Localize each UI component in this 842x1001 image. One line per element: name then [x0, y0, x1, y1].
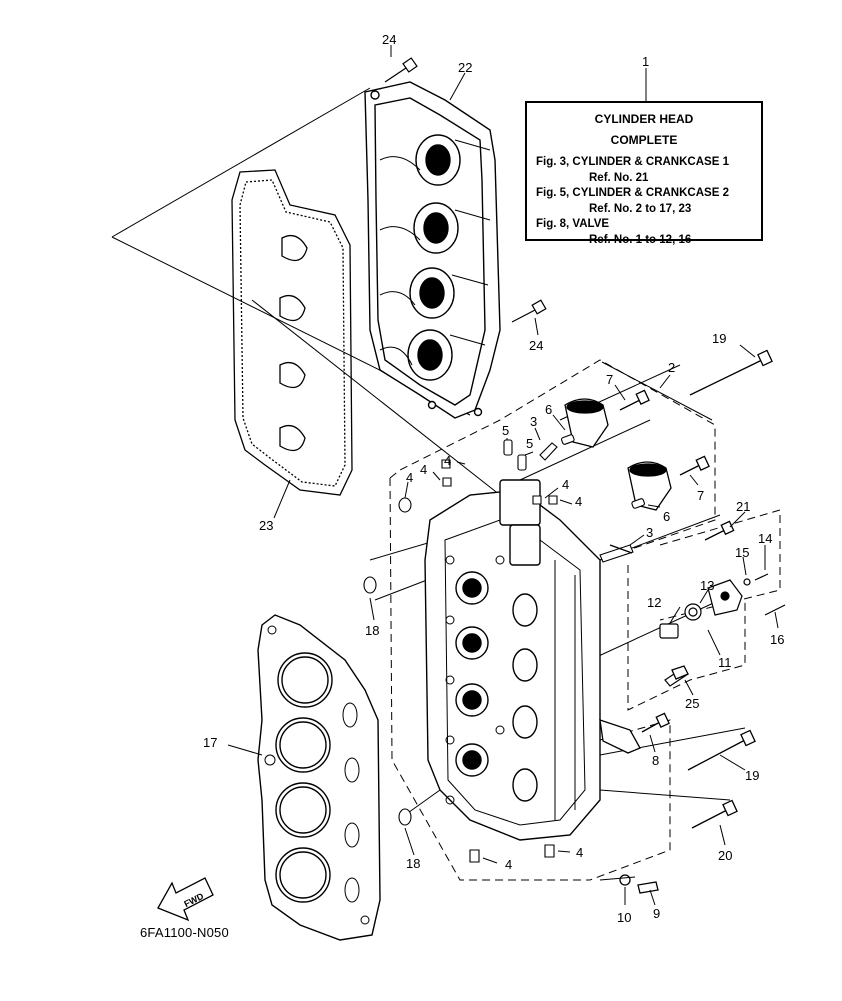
- ref-line-fig5-ref: Ref. No. 2 to 17, 23: [589, 202, 692, 215]
- ref-line-fig8-ref: Ref. No. 1 to 12, 16: [589, 233, 692, 246]
- callout-3-top: 3: [530, 414, 537, 429]
- callout-10: 10: [617, 910, 631, 925]
- cylinder-head-cover: [365, 82, 500, 418]
- callout-3-mid: 3: [646, 525, 653, 540]
- ref-line-fig3-ref: Ref. No. 21: [589, 171, 649, 184]
- bolt-24-top: [385, 58, 417, 82]
- callout-4-e: 4: [575, 494, 582, 509]
- callout-labels: 1 24 22 24 19 2 7 6 3 5 5 4 4 4 4 4 7 6 …: [203, 32, 784, 925]
- head-gasket: [258, 615, 380, 940]
- callout-2: 2: [668, 360, 675, 375]
- callout-11: 11: [718, 655, 732, 670]
- fwd-arrow-icon: FWD: [158, 878, 213, 920]
- drawing-code: 6FA1100-N050: [140, 925, 229, 940]
- callout-4-bot-a: 4: [505, 857, 512, 872]
- callout-8: 8: [652, 753, 659, 768]
- small-fittings: [364, 434, 645, 862]
- callout-7-top: 7: [606, 372, 613, 387]
- callout-4-a: 4: [444, 453, 451, 468]
- callout-23: 23: [259, 518, 273, 533]
- bolt-24-mid: [512, 300, 546, 322]
- anode-cover-top: [565, 399, 608, 447]
- callout-21: 21: [736, 499, 750, 514]
- callout-18-bot: 18: [406, 856, 420, 871]
- callout-15: 15: [735, 545, 749, 560]
- callout-19-bot: 19: [745, 768, 759, 783]
- callout-4-c: 4: [406, 470, 413, 485]
- bolts: [610, 350, 772, 893]
- callout-24-mid: 24: [529, 338, 543, 353]
- callout-13: 13: [700, 578, 714, 593]
- callout-leaders: [228, 45, 778, 905]
- callout-4-d: 4: [562, 477, 569, 492]
- callout-12: 12: [647, 595, 661, 610]
- ref-line-fig5: Fig. 5, CYLINDER & CRANKCASE 2: [536, 187, 729, 199]
- reference-box: CYLINDER HEAD COMPLETE Fig. 3, CYLINDER …: [525, 101, 763, 246]
- ref-title-line2: COMPLETE: [610, 133, 678, 147]
- anode-cover-mid: [628, 462, 671, 510]
- cylinder-head-body: [425, 480, 600, 840]
- cover-gasket: [232, 170, 352, 495]
- callout-1: 1: [642, 54, 649, 69]
- callout-18-top: 18: [365, 623, 379, 638]
- callout-5-b: 5: [526, 436, 533, 451]
- callout-6-mid: 6: [663, 509, 670, 524]
- callout-7-mid: 7: [697, 488, 704, 503]
- callout-14: 14: [758, 531, 772, 546]
- callout-25: 25: [685, 696, 699, 711]
- ref-line-fig3: Fig. 3, CYLINDER & CRANKCASE 1: [536, 156, 729, 168]
- anode-cover-low: [600, 720, 640, 753]
- callout-17: 17: [203, 735, 217, 750]
- callout-4-bot-b: 4: [576, 845, 583, 860]
- callout-4-b: 4: [420, 462, 427, 477]
- callout-6-top: 6: [545, 402, 552, 417]
- ref-line-fig8: Fig. 8, VALVE: [536, 218, 610, 230]
- callout-5-a: 5: [502, 423, 509, 438]
- callout-19-top: 19: [712, 331, 726, 346]
- callout-16: 16: [770, 632, 784, 647]
- thermostat-group: [660, 574, 785, 686]
- callout-24-top: 24: [382, 32, 396, 47]
- callout-22: 22: [458, 60, 472, 75]
- callout-9: 9: [653, 906, 660, 921]
- ref-title-line1: CYLINDER HEAD: [594, 112, 694, 126]
- callout-20: 20: [718, 848, 732, 863]
